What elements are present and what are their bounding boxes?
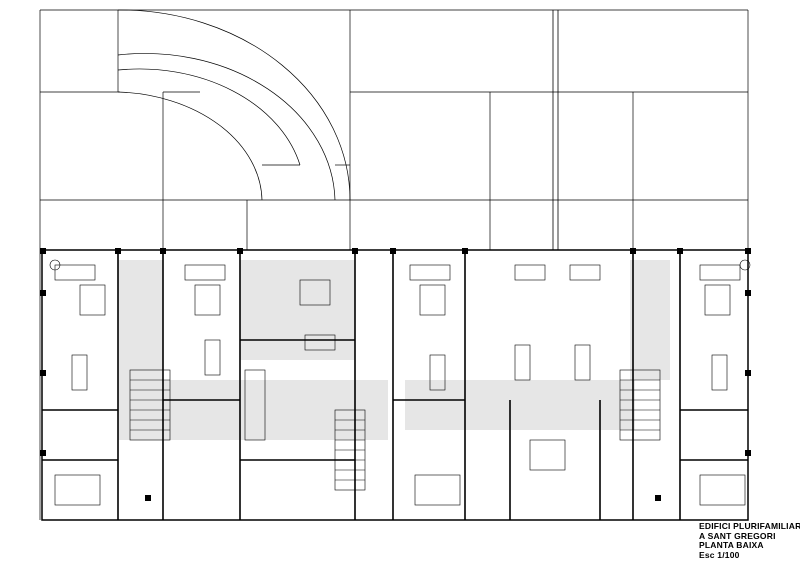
- stairs: [129, 369, 661, 491]
- title-line-3: PLANTA BAIXA: [699, 540, 764, 550]
- columns: [40, 248, 751, 501]
- site-outline: [39, 9, 749, 520]
- building: [40, 248, 751, 521]
- ramp-curve: [117, 9, 351, 201]
- scale-label: Esc 1/100: [699, 549, 740, 560]
- title-line-1: EDIFICI PLURIFAMILIAR: [699, 521, 800, 531]
- walls: [42, 250, 748, 520]
- title-block: EDIFICI PLURIFAMILIAR A SANT GREGORI PLA…: [699, 521, 800, 560]
- furniture: [49, 259, 751, 506]
- title-line-2: A SANT GREGORI: [699, 530, 776, 541]
